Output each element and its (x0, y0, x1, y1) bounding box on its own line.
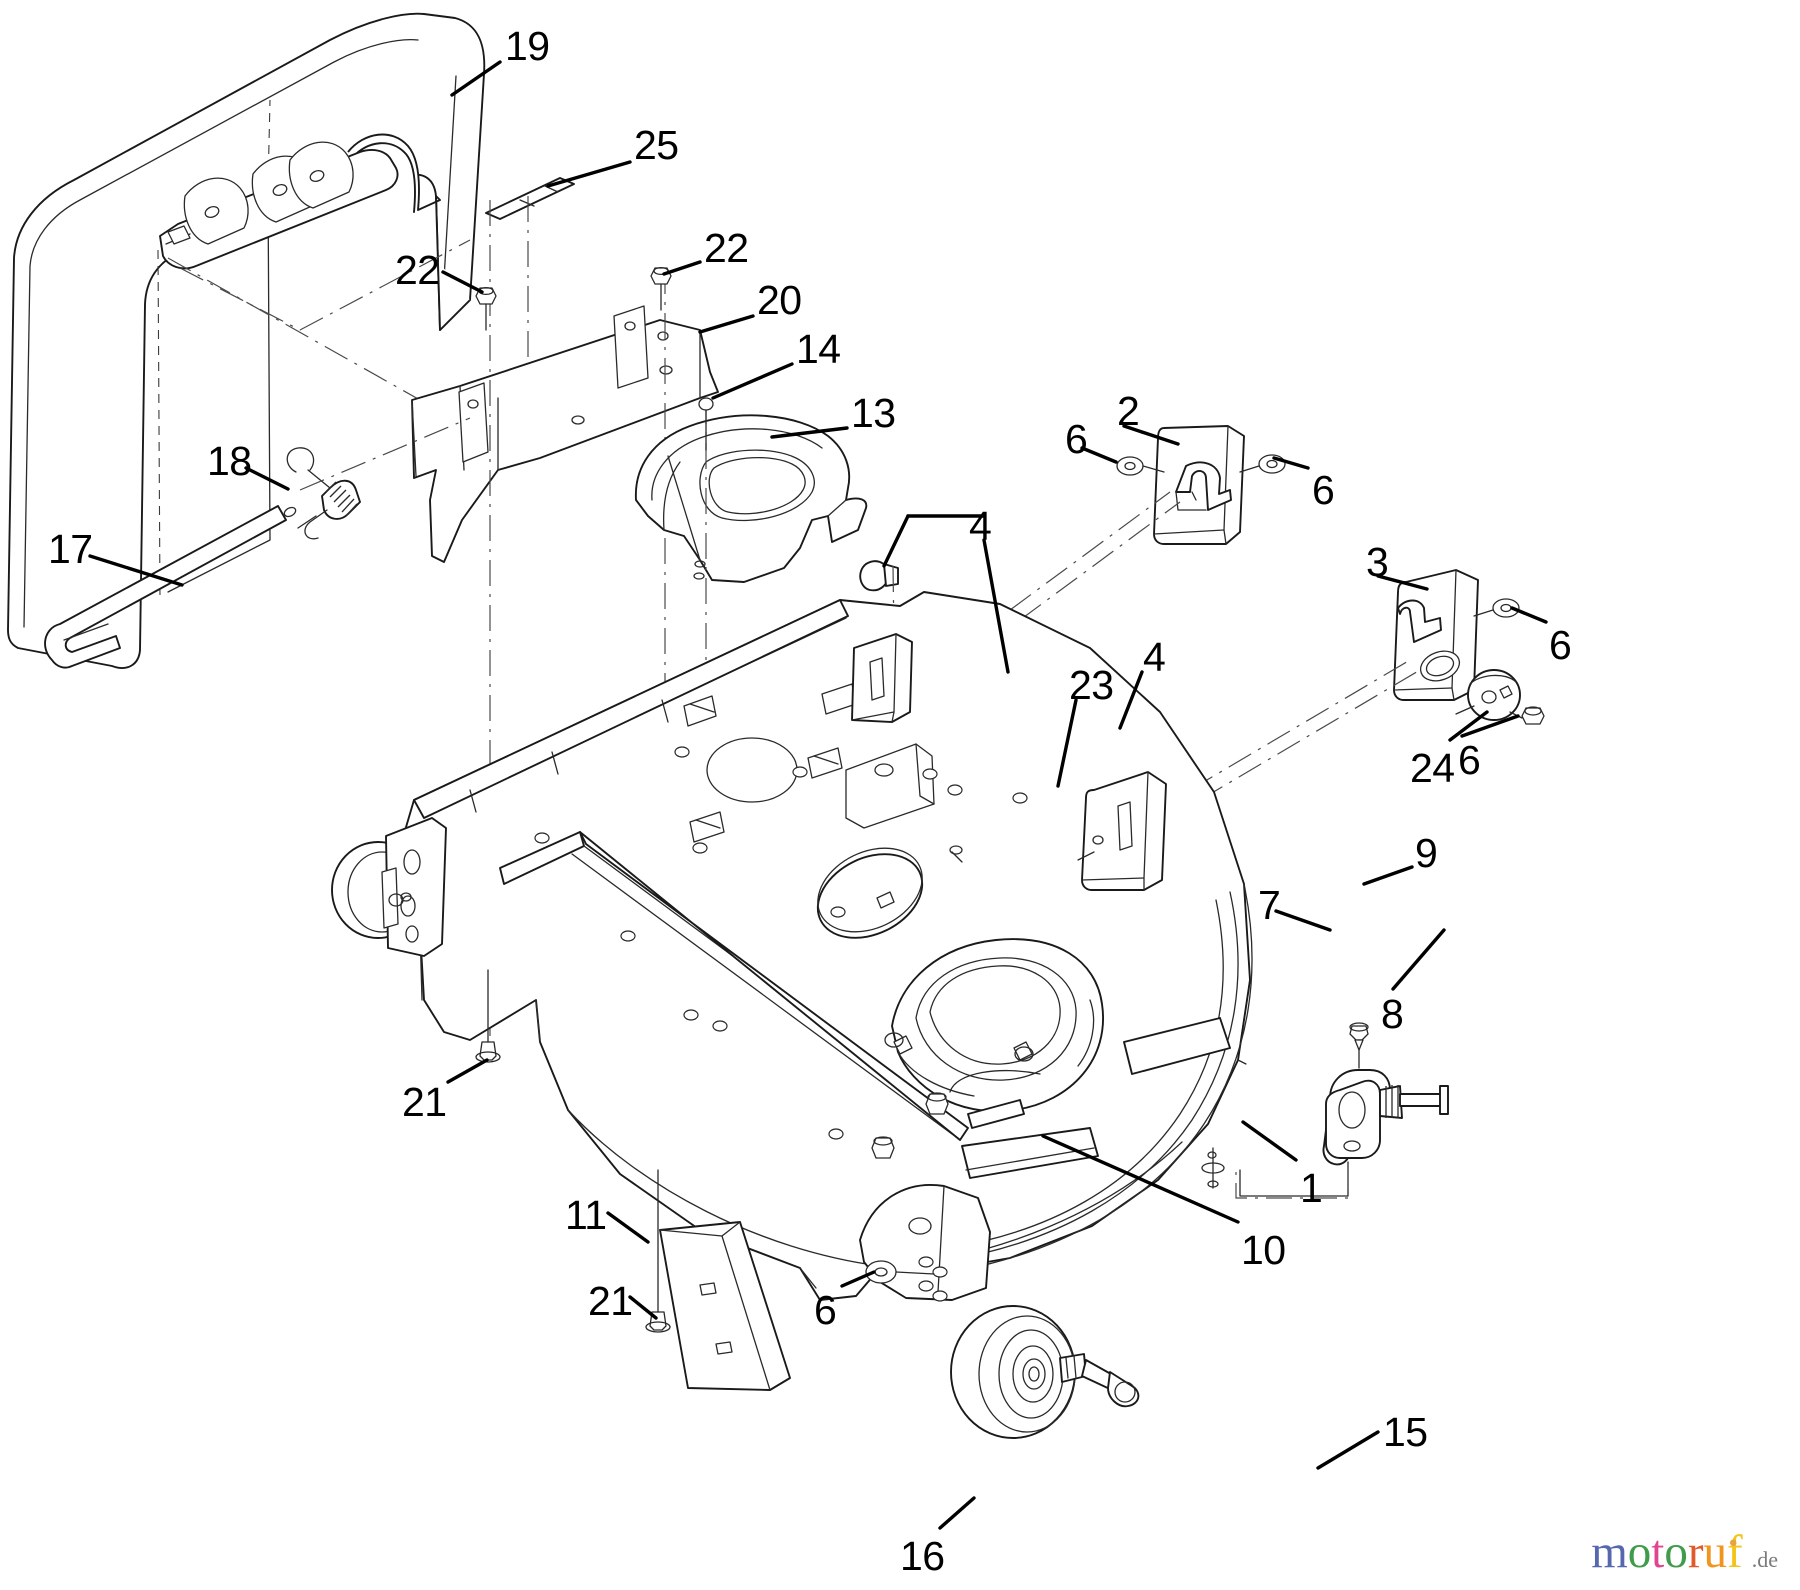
part-2-hook-bracket (1009, 425, 1245, 621)
watermark-letter: o (1664, 1526, 1688, 1578)
watermark-tld: .de (1751, 1547, 1778, 1572)
deck-spindle-housing-front (884, 938, 1104, 1129)
part-9-screw (1349, 1022, 1369, 1069)
front-caster-left (331, 817, 447, 957)
deck-screw-right (1201, 1147, 1225, 1189)
part-16-caster-wheel (950, 1305, 1076, 1439)
callout-leader-lines (88, 60, 1548, 1530)
callout-10: 10 (1241, 1227, 1286, 1273)
callout-19: 19 (505, 23, 550, 69)
part-14-screw (698, 397, 714, 451)
callout-21b: 21 (588, 1278, 633, 1324)
deck-spindle-housing-rear (816, 847, 924, 939)
callout-25: 25 (634, 122, 679, 168)
part-15-axle-bolt (1059, 1353, 1140, 1408)
deflector-hinge (159, 141, 399, 270)
callout-6b: 6 (1312, 467, 1335, 513)
callout-6e: 6 (814, 1287, 837, 1333)
callout-2: 2 (1117, 388, 1140, 434)
callout-13: 13 (851, 390, 896, 436)
watermark-letter: f (1727, 1526, 1743, 1578)
motoruf-watermark: motoruf● .de (1591, 1529, 1778, 1576)
callout-11: 11 (565, 1192, 607, 1238)
callout-22a: 22 (395, 247, 440, 293)
part-20-bracket (411, 200, 719, 1180)
part-19-deflector (7, 12, 486, 669)
part-4-pin-a (859, 560, 899, 711)
part-6-washer-a (1116, 456, 1165, 476)
callout-6a: 6 (1065, 416, 1088, 462)
watermark-dot-icon: ● (1728, 1535, 1738, 1551)
part-6-washer-c (1473, 598, 1520, 618)
watermark-letter: m (1591, 1526, 1628, 1578)
callout-20: 20 (757, 277, 802, 323)
callout-15: 15 (1383, 1409, 1428, 1455)
callout-14: 14 (796, 326, 841, 372)
callout-6c: 6 (1549, 622, 1572, 668)
callout-16: 16 (900, 1533, 945, 1579)
part-6-washer-d (1509, 706, 1545, 725)
part-24-spacer (1455, 669, 1521, 721)
callout-7: 7 (1258, 882, 1281, 928)
callout-17: 17 (48, 526, 93, 572)
deck-locknuts (871, 1092, 949, 1159)
part-11-plate (659, 1221, 791, 1391)
callout-4b: 4 (1143, 634, 1166, 680)
callout-18: 18 (207, 438, 252, 484)
callout-21a: 21 (402, 1079, 447, 1125)
callout-3: 3 (1366, 539, 1389, 585)
part-7-elbow-fitting (1235, 1069, 1403, 1199)
callout-22b: 22 (704, 225, 749, 271)
callout-1: 1 (1300, 1165, 1323, 1211)
part-21-bolt-a (475, 969, 501, 1063)
part-17-rod (44, 505, 297, 669)
callout-8: 8 (1381, 991, 1404, 1037)
callout-4a: 4 (969, 503, 992, 549)
part-13-spindle-cover (635, 398, 868, 830)
part-18-spring (286, 417, 471, 540)
watermark-letter: o (1627, 1526, 1652, 1578)
callout-6d: 6 (1458, 737, 1481, 783)
part-8-plug (1399, 1085, 1449, 1115)
callout-24: 24 (1410, 745, 1455, 791)
callout-9: 9 (1415, 830, 1438, 876)
part-1-mower-deck (381, 591, 1253, 1302)
watermark-letter: t (1651, 1526, 1665, 1578)
callout-23: 23 (1069, 662, 1114, 708)
watermark-letter: r (1687, 1526, 1704, 1578)
watermark-letter: u (1703, 1526, 1728, 1578)
part-3-hook-bracket (1189, 569, 1479, 801)
